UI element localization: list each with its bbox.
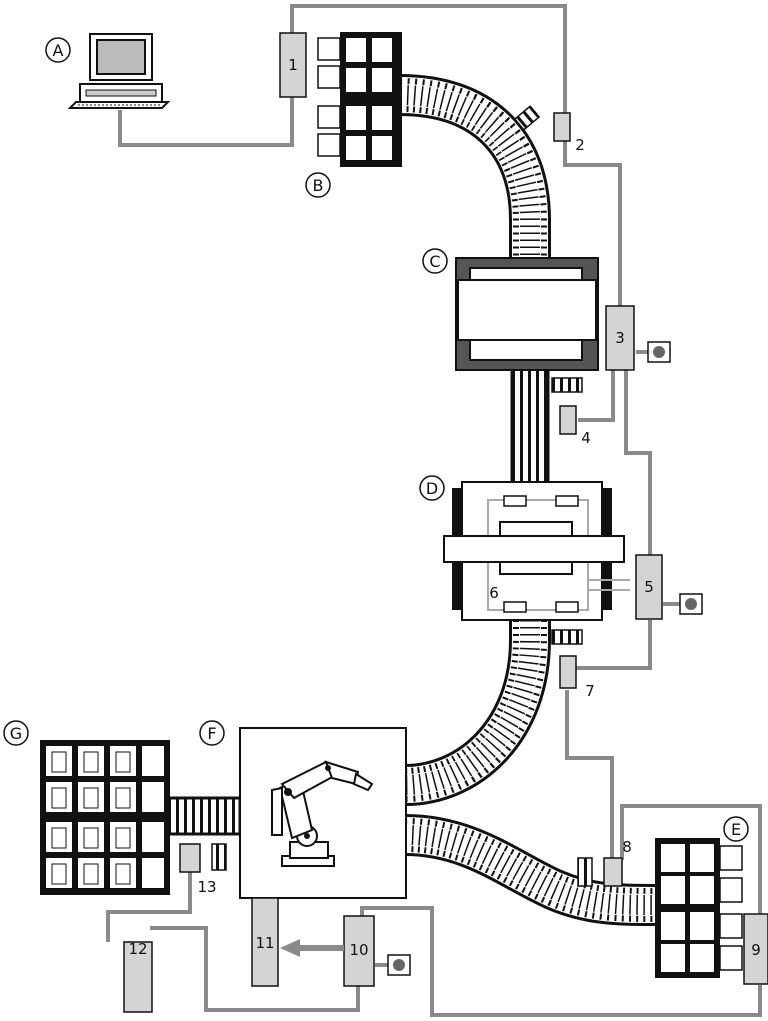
wire-5-7 (575, 620, 652, 670)
label-12: 12 (128, 940, 147, 958)
label-d: D (426, 479, 438, 498)
label-5: 5 (644, 578, 654, 596)
controller-11 (251, 897, 279, 987)
label-9: 9 (751, 941, 761, 959)
label-6: 6 (489, 584, 499, 602)
controller-5 (635, 554, 663, 620)
wire-9-10 (360, 906, 762, 1017)
conveyors (166, 74, 656, 926)
controllers (123, 32, 768, 1013)
label-2: 2 (575, 136, 585, 154)
label-e: E (731, 820, 741, 839)
number-labels: 1 2 3 4 5 6 7 8 9 10 11 12 13 (128, 56, 760, 959)
wire-10-12 (150, 926, 360, 1012)
sensor-13 (211, 843, 227, 871)
sensor-7 (551, 629, 583, 645)
controller-10 (343, 915, 375, 987)
label-11: 11 (255, 934, 274, 952)
wire-3-4 (578, 370, 615, 422)
machine-d (443, 481, 630, 621)
label-b: B (313, 176, 324, 195)
controller-13 (179, 843, 201, 873)
label-3: 3 (615, 329, 625, 347)
label-7: 7 (585, 682, 595, 700)
letter-labels: A B C D E F G (3, 37, 749, 842)
label-c: C (429, 252, 440, 271)
wire-2-3 (563, 140, 622, 308)
wire-12-13 (106, 870, 192, 942)
label-1: 1 (288, 56, 298, 74)
label-8: 8 (622, 838, 632, 856)
label-f: F (207, 724, 216, 743)
machine-c (455, 257, 599, 371)
robot-cell-f (239, 727, 407, 899)
wire-computer-1 (118, 95, 294, 147)
label-a: A (53, 41, 64, 60)
label-13: 13 (197, 878, 216, 896)
pallet-rack-e (655, 838, 743, 978)
arrow-10-to-11 (280, 939, 344, 957)
controller-4 (559, 405, 577, 435)
label-g: G (10, 724, 22, 743)
controller-12 (123, 941, 153, 1013)
sensor-4 (551, 377, 583, 393)
controller-1 (279, 32, 307, 98)
wiring (106, 4, 762, 1017)
computer-workstation (67, 33, 171, 109)
pallet-rack-g (40, 740, 170, 895)
controller-8 (603, 857, 623, 887)
sensors (211, 105, 593, 887)
conveyor-c-d (510, 366, 550, 485)
controller-3 (605, 305, 635, 371)
wire-3-5 (624, 370, 652, 555)
wire-8-9 (620, 804, 762, 915)
label-4: 4 (581, 429, 591, 447)
wire-7-8 (565, 690, 614, 860)
conveyor-g-f (166, 796, 242, 836)
indicators (387, 341, 703, 976)
controller-9 (743, 913, 768, 985)
pallet-rack-b (317, 32, 402, 167)
sensor-2 (513, 105, 541, 131)
controller-7 (559, 655, 577, 689)
wire-1-top (290, 4, 567, 115)
controller-2 (553, 112, 571, 142)
sensor-8 (577, 857, 593, 887)
label-10: 10 (349, 941, 368, 959)
